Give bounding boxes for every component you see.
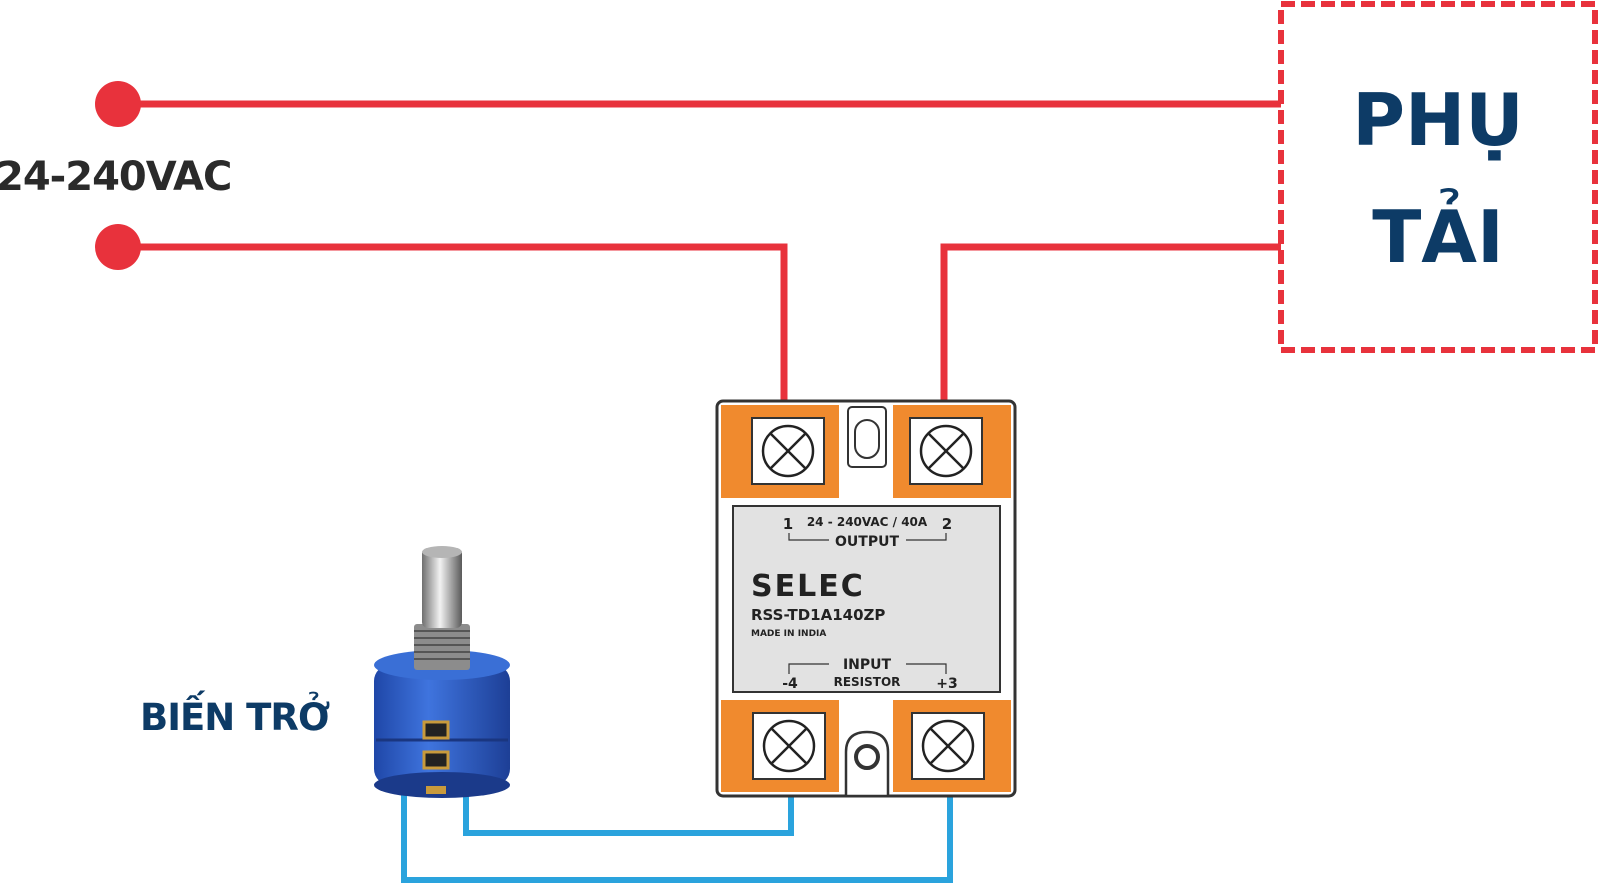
potentiometer-pin-upper bbox=[422, 720, 450, 740]
input-label: INPUT bbox=[843, 657, 892, 673]
screw-icon bbox=[919, 424, 973, 478]
output-rating: 24 - 240VAC / 40A bbox=[807, 515, 928, 529]
potentiometer-illustration bbox=[374, 546, 510, 798]
mounting-slot-hole-top bbox=[854, 419, 880, 459]
output-terminal-number-1: 1 bbox=[783, 515, 793, 533]
input-sub-label: RESISTOR bbox=[834, 675, 901, 689]
supply-terminal-top bbox=[95, 81, 141, 127]
potentiometer-pin-lower bbox=[422, 750, 450, 770]
supply-voltage-label: 24-240VAC bbox=[0, 154, 231, 200]
output-bracket bbox=[788, 533, 947, 541]
control-wire-inner bbox=[463, 792, 794, 836]
screw-icon bbox=[761, 424, 815, 478]
load-label-line1: PHỤ bbox=[1352, 78, 1524, 162]
potentiometer-shaft bbox=[422, 548, 462, 628]
load-label-line2: TẢI bbox=[1372, 189, 1504, 279]
supply-terminal-bottom bbox=[95, 224, 141, 270]
ac-wire-line-to-relay-terminal-1 bbox=[118, 243, 788, 404]
potentiometer-bottom bbox=[374, 772, 510, 798]
relay-label-panel bbox=[732, 505, 1001, 693]
load-box bbox=[1278, 1, 1598, 353]
screw-icon bbox=[762, 719, 816, 773]
potentiometer-shaft-cap bbox=[422, 546, 462, 558]
input-terminal-number-right: +3 bbox=[936, 676, 957, 692]
relay-brand-logo: SELEC bbox=[751, 569, 865, 604]
output-label: OUTPUT bbox=[835, 534, 899, 550]
relay-origin: MADE IN INDIA bbox=[751, 629, 826, 639]
control-wire-outer bbox=[401, 792, 953, 883]
screw-icon bbox=[921, 719, 975, 773]
potentiometer-pin-bottom bbox=[426, 786, 446, 794]
mounting-hole-bottom bbox=[854, 744, 880, 770]
potentiometer-thread bbox=[414, 630, 470, 660]
ac-wires bbox=[118, 100, 1281, 404]
solid-state-relay: 1 2 24 - 240VAC / 40A OUTPUT SELEC RSS-T… bbox=[715, 399, 1017, 798]
input-terminal-number-left: -4 bbox=[782, 676, 798, 692]
potentiometer-label: BIẾN TRỞ bbox=[140, 690, 330, 739]
relay-model: RSS-TD1A140ZP bbox=[751, 606, 885, 624]
ac-wire-relay-terminal-2-to-load bbox=[940, 243, 1281, 404]
output-terminal-number-2: 2 bbox=[942, 515, 952, 533]
input-bracket bbox=[788, 663, 947, 674]
control-wires bbox=[401, 792, 953, 883]
